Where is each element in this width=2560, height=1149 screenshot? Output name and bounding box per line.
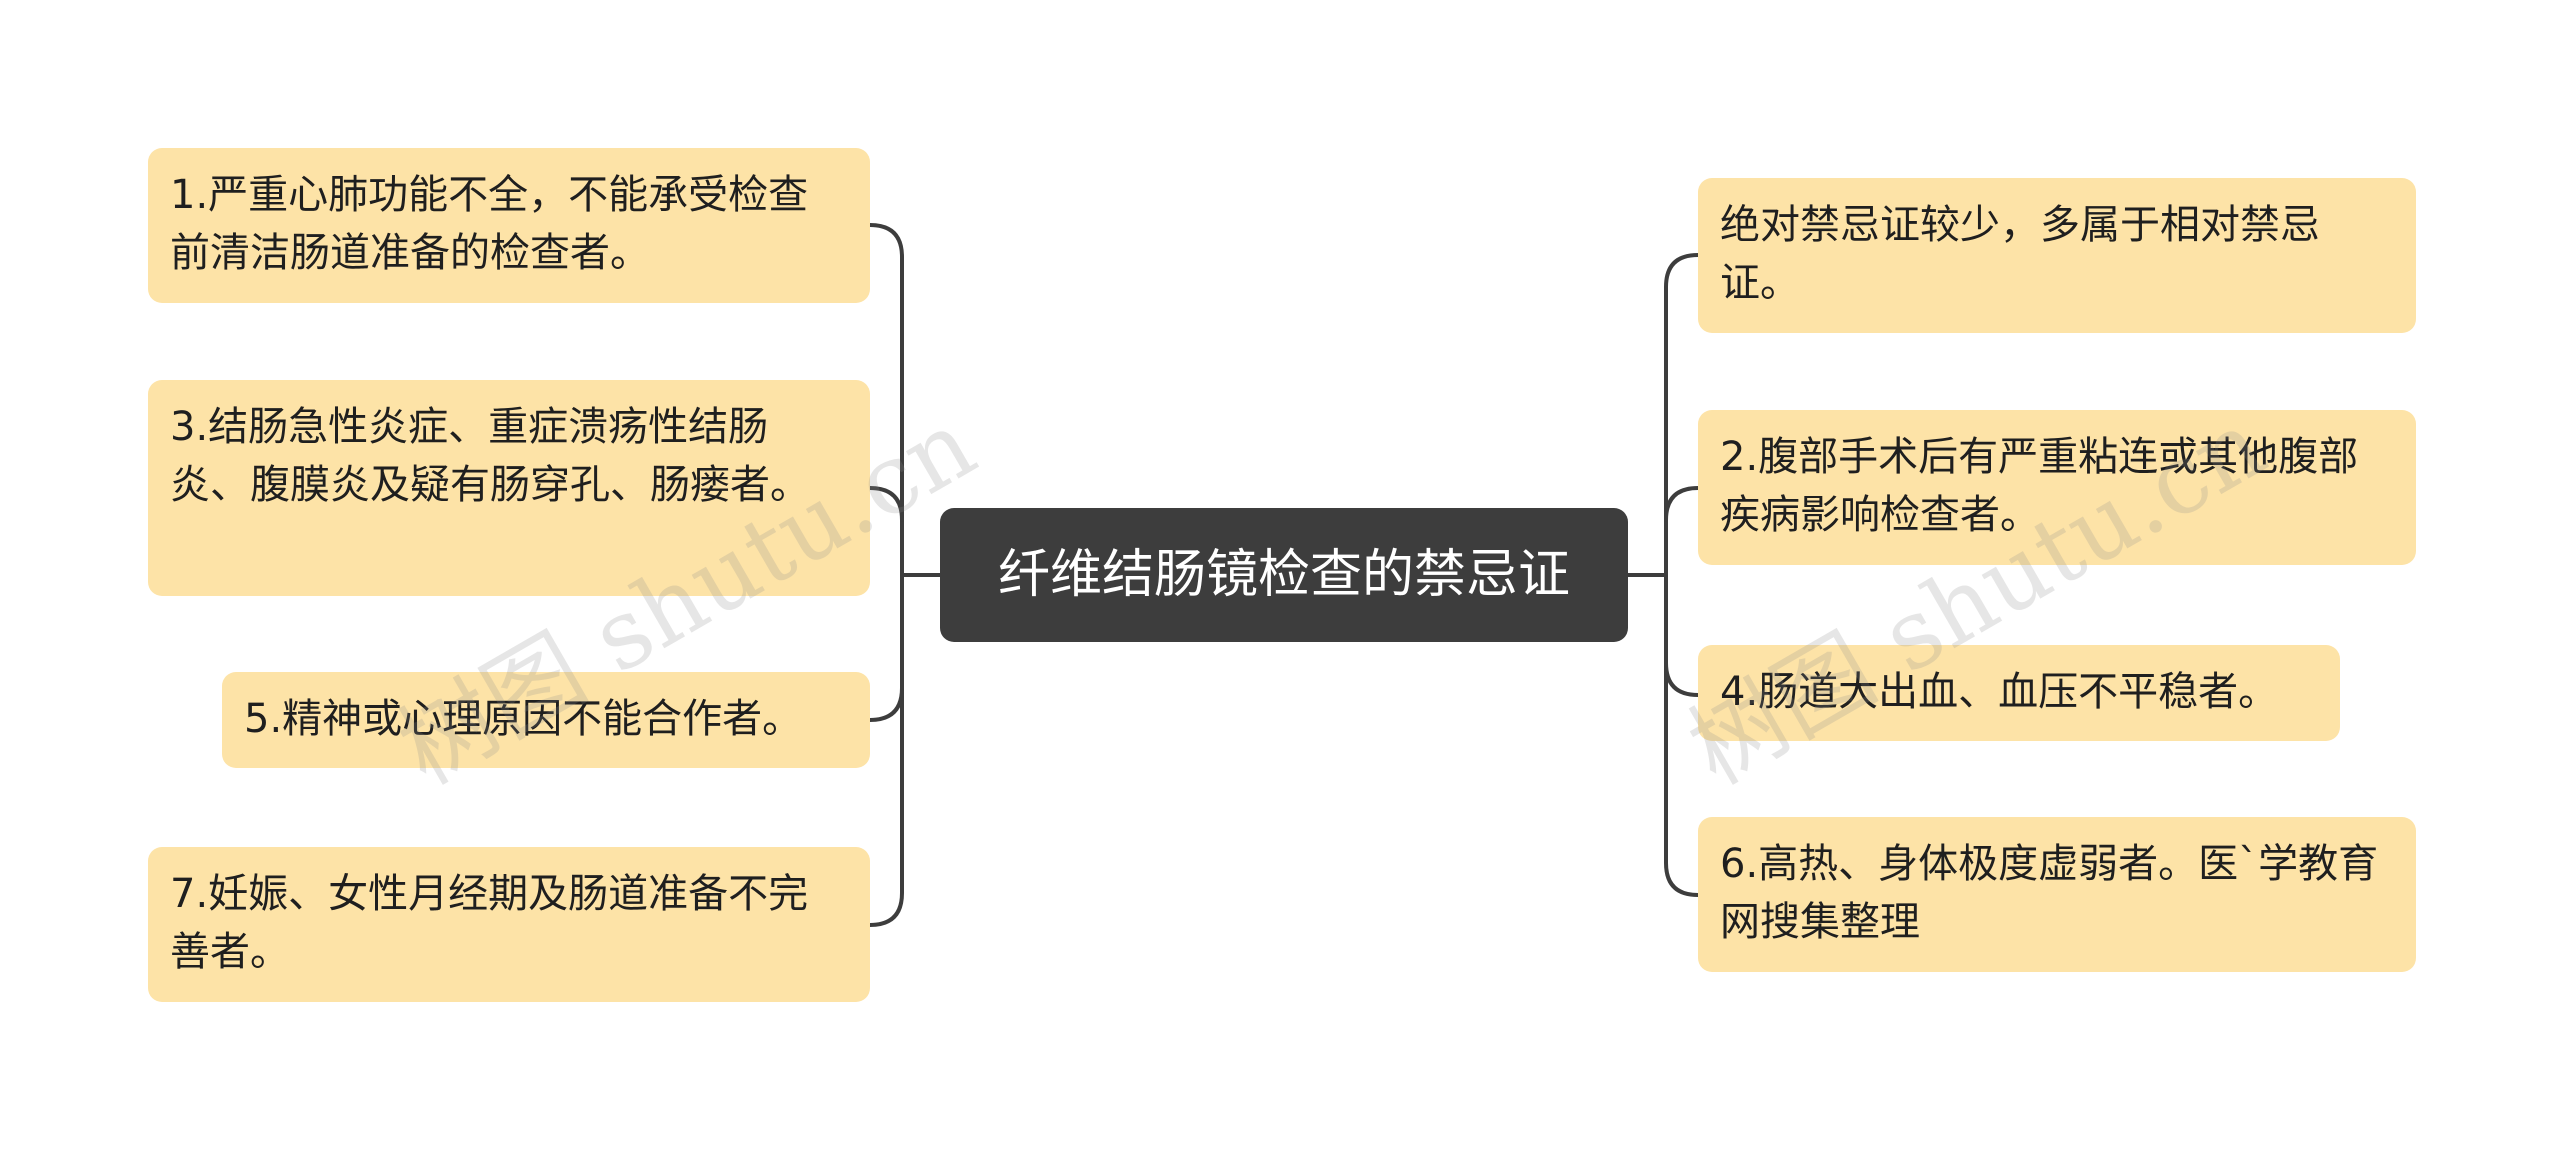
right-topic-3[interactable]: 4.肠道大出血、血压不平稳者。	[1698, 645, 2340, 741]
left-topic-1-label: 1.严重心肺功能不全，不能承受检查前清洁肠道准备的检查者。	[170, 172, 809, 276]
left-topic-4-label: 7.妊娠、女性月经期及肠道准备不完善者。	[170, 871, 809, 975]
left-topic-2-label: 3.结肠急性炎症、重症溃疡性结肠炎、腹膜炎及疑有肠穿孔、肠瘘者。	[170, 404, 810, 508]
left-topic-3[interactable]: 5.精神或心理原因不能合作者。	[222, 672, 870, 768]
left-branch-line-2	[868, 486, 904, 522]
right-topic-3-label: 4.肠道大出血、血压不平稳者。	[1720, 669, 2279, 715]
right-topic-2-label: 2.腹部手术后有严重粘连或其他腹部疾病影响检查者。	[1720, 434, 2359, 538]
left-topic-3-label: 5.精神或心理原因不能合作者。	[244, 696, 803, 742]
left-topic-4[interactable]: 7.妊娠、女性月经期及肠道准备不完善者。	[148, 847, 870, 1002]
left-branch-line-3	[868, 686, 904, 722]
left-topic-1[interactable]: 1.严重心肺功能不全，不能承受检查前清洁肠道准备的检查者。	[148, 148, 870, 303]
left-bracket-line	[868, 223, 904, 927]
right-branch-line-2	[1664, 486, 1700, 522]
right-topic-1[interactable]: 绝对禁忌证较少，多属于相对禁忌证。	[1698, 178, 2416, 333]
left-topic-2[interactable]: 3.结肠急性炎症、重症溃疡性结肠炎、腹膜炎及疑有肠穿孔、肠瘘者。	[148, 380, 870, 596]
right-topic-4-label: 6.高热、身体极度虚弱者。医`学教育网搜集整理	[1720, 841, 2379, 945]
root-topic-label: 纤维结肠镜检查的禁忌证	[997, 545, 1570, 605]
right-bracket-line	[1664, 253, 1700, 897]
right-topic-2[interactable]: 2.腹部手术后有严重粘连或其他腹部疾病影响检查者。	[1698, 410, 2416, 565]
right-topic-4[interactable]: 6.高热、身体极度虚弱者。医`学教育网搜集整理	[1698, 817, 2416, 972]
right-topic-1-label: 绝对禁忌证较少，多属于相对禁忌证。	[1720, 202, 2320, 306]
right-branch-line-3	[1664, 661, 1700, 697]
root-topic[interactable]: 纤维结肠镜检查的禁忌证	[940, 508, 1628, 642]
